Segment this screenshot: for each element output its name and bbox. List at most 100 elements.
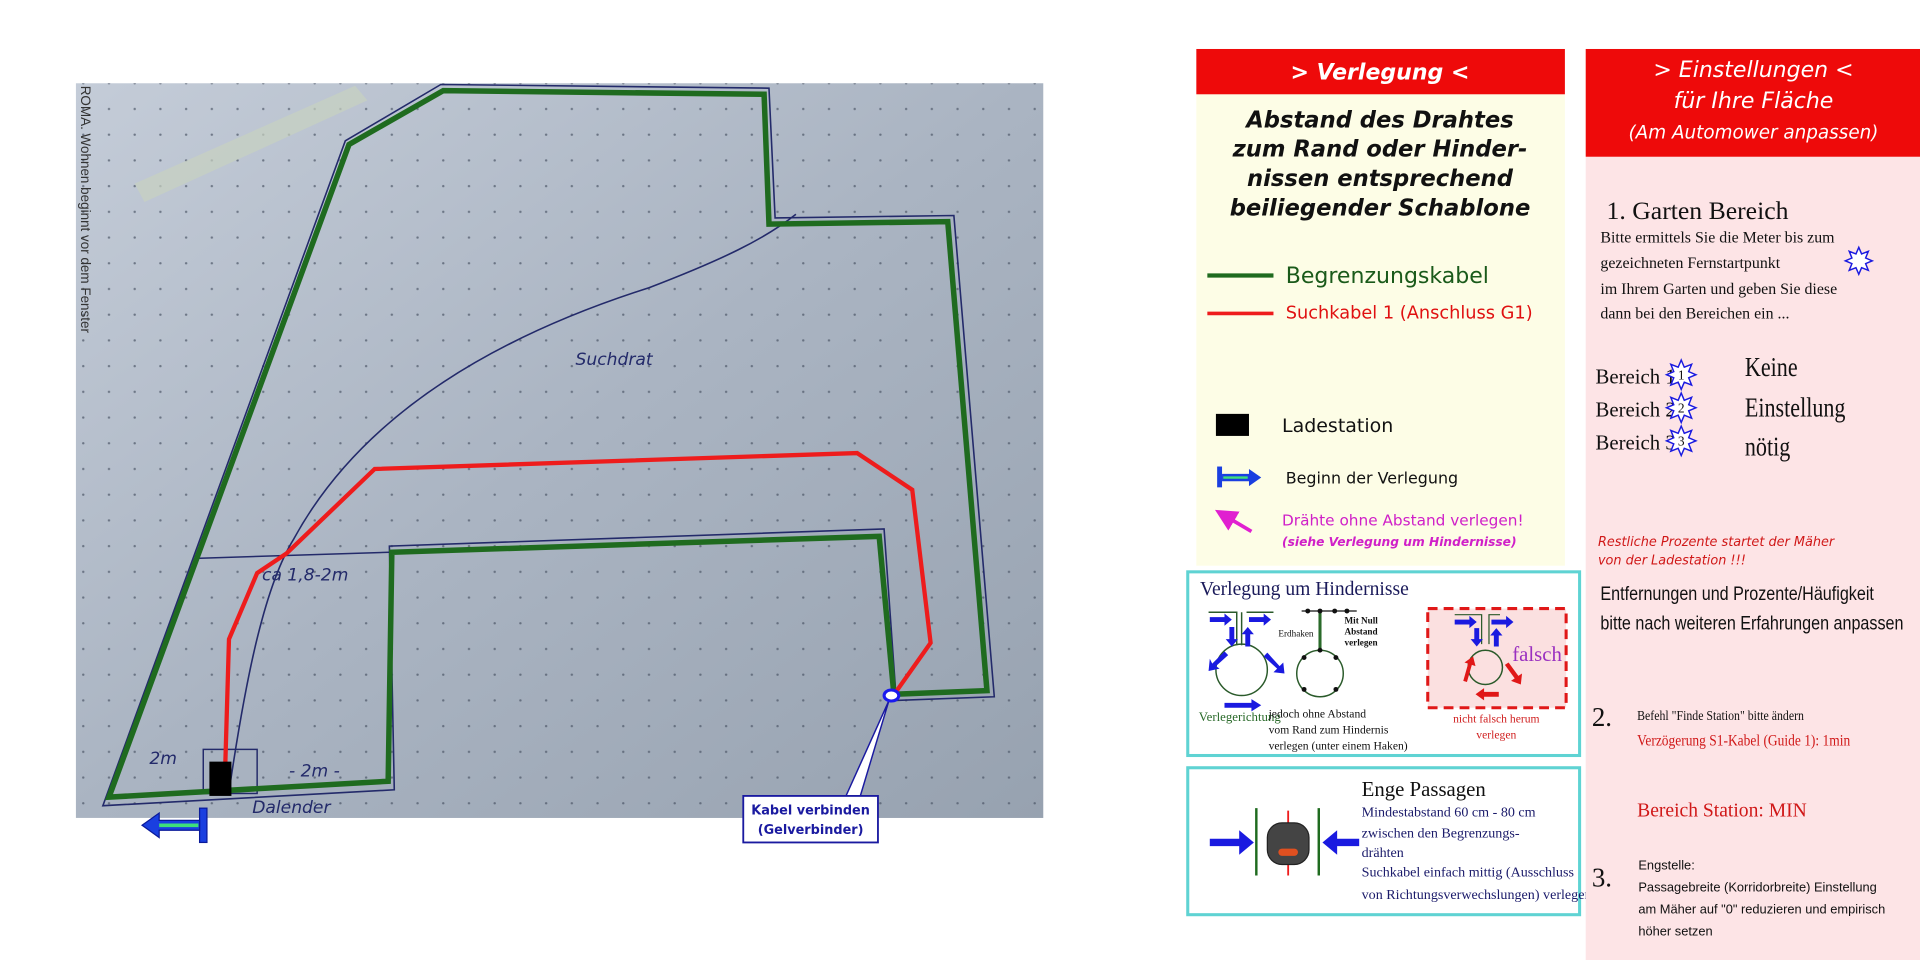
adjust-note-line: Entfernungen und Prozente/Häufigkeit [1600,583,1874,605]
no-gap-arrow-icon [1215,509,1253,534]
passages-line: Suchkabel einfach mittig (Ausschluss [1362,865,1574,881]
obstacle-note-line: jedoch ohne Abstand [1268,708,1367,721]
wrong-example: falsch [1426,607,1568,710]
section3-number: 3. [1592,863,1612,893]
mower-passage-diagram [1209,808,1360,876]
section1-title: 1. Garten Bereich [1607,196,1789,225]
intro-line: beiliegender Schablone [1230,196,1531,222]
area-1-star-icon [1664,358,1698,392]
direction-arrows-icon [1208,613,1285,712]
rest-note-line: von der Ladestation !!! [1598,553,1746,568]
hook-label: Erdhaken [1278,629,1314,639]
section1-line: Bitte ermittels Sie die Meter bis zum [1600,229,1835,246]
section1-line: dann bei den Bereichen ein ... [1600,305,1789,322]
section1-line: gezeichneten Fernstartpunkt [1600,255,1780,272]
verlegung-header [1196,48,1565,95]
charging-station [209,761,232,796]
area-note: nötig [1745,433,1790,463]
section2-red-text: Verzögerung S1-Kabel (Guide 1): 1min [1637,733,1850,750]
distance-left-label: 2m [149,749,177,769]
suchdraht-label: Suchdrat [576,350,654,370]
verlegung-panel: > Verlegung < Abstand des Drahtes zum Ra… [1186,48,1592,917]
obstacle-note-line: verlegen (unter einem Haken) [1269,739,1408,752]
arrow-left-icon [1322,830,1360,855]
area-2-star-icon [1664,391,1698,425]
garden-sketch-photo: ROMA. Wohnen beginnt vor dem Fenster Suc… [75,83,1044,844]
callout-line: (Gelverbinder) [758,823,864,838]
hook-diagram [1296,608,1357,698]
station-label: Dalender [252,798,331,818]
dimension-line [195,551,390,560]
search-wire-pen-line [229,213,797,784]
verlegung-title: > Verlegung < [1291,61,1470,86]
intro-line: zum Rand oder Hinder- [1232,137,1528,163]
area-number: 1 [1678,368,1685,383]
width-label: ca 1,8-2m [262,565,348,585]
obstacles-title: Verlegung um Hindernisse [1200,579,1409,600]
section2-number: 2. [1592,702,1612,732]
vertical-print-text: ROMA. Wohnen beginnt vor dem Fenster [78,86,93,334]
obstacles-box: Verlegung um Hindernisse Verlegerichtung [1186,570,1582,758]
tape-strip [134,85,368,203]
passages-title: Enge Passagen [1362,777,1487,801]
area-note: Einstellung [1745,393,1846,423]
direction-label: Verlegerichtung [1199,710,1282,724]
passages-line: Mindestabstand 60 cm - 80 cm [1362,805,1536,821]
station-area-text: Bereich Station: MIN [1637,801,1807,822]
area-label: Bereich 2 [1596,397,1676,421]
einstellungen-panel: > Einstellungen < für Ihre Fläche (Am Au… [1585,48,1920,960]
section1-line: im Ihrem Garten und geben Sie diese [1600,281,1837,298]
no-gap-label: Drähte ohne Abstand verlegen! [1282,511,1524,529]
dot-grid [75,83,1044,818]
einstellungen-header [1585,48,1920,157]
einstellungen-title-line: für Ihre Fläche [1674,89,1834,114]
mower-icon [1266,822,1310,866]
einstellungen-title-line: (Am Automower anpassen) [1629,122,1879,143]
rest-note-line: Restliche Prozente startet der Mäher [1598,535,1835,550]
start-arrow-icon [140,807,208,844]
passages-line: zwischen den Begrenzungs- [1362,826,1520,842]
einstellungen-title-line: > Einstellungen < [1653,58,1853,83]
area-label: Bereich 3 [1596,430,1676,454]
cable-connector-callout: Kabel verbinden (Gelverbinder) [742,688,901,844]
boundary-wire [104,87,990,801]
arrow-right-icon [1209,830,1254,855]
intro-line: nissen entsprechend [1247,166,1514,192]
section3-line: Passagebreite (Korridorbreite) Einstellu… [1638,879,1876,894]
einstellungen-background [1585,156,1920,960]
area-3-star-icon [1664,424,1698,458]
section3-line: am Mäher auf "0" reduzieren und empirisc… [1638,901,1885,916]
station-legend-label: Ladestation [1282,415,1393,437]
obstacle-note-line: vom Rand zum Hindernis [1269,723,1389,736]
verlegung-background [1196,94,1565,566]
area-note: Keine [1745,353,1798,383]
start-legend-label: Beginn der Verlegung [1286,469,1458,488]
passages-line: drähten [1362,845,1404,861]
zero-gap-line: Mit Null [1344,615,1378,625]
guide-legend-label: Suchkabel 1 (Anschluss G1) [1286,303,1533,323]
area-number: 2 [1678,401,1685,416]
area-number: 3 [1678,434,1685,449]
wrong-label: falsch [1512,642,1562,666]
no-gap-note: (siehe Verlegung um Hindernisse) [1282,535,1517,549]
station-legend-icon [1215,413,1249,436]
passages-box: Enge Passagen Mindestabstand 60 cm - 80 … [1186,766,1592,917]
correct-loop-diagram [1208,611,1274,697]
section3-title: Engstelle: [1638,857,1694,872]
guide-wire [223,450,933,765]
remote-start-star-icon [1843,245,1875,277]
distance-bottom-label: - 2m - [289,761,340,781]
adjust-note-line: bitte nach weiteren Erfahrungen anpassen [1600,612,1903,634]
passages-line: von Richtungsverwechslungen) verlegen [1362,887,1592,903]
callout-line: Kabel verbinden [751,803,870,818]
area-label: Bereich 1 [1596,364,1676,388]
zero-gap-line: verlegen [1344,637,1377,647]
wrong-note-line: nicht falsch herum [1453,712,1540,725]
intro-line: Abstand des Drahtes [1244,107,1513,133]
section3-line: höher setzen [1638,924,1712,939]
boundary-legend-label: Begrenzungskabel [1286,264,1489,289]
wrong-note-line: verlegen [1476,728,1516,741]
start-legend-icon [1217,466,1262,488]
pen-outline [101,83,996,807]
